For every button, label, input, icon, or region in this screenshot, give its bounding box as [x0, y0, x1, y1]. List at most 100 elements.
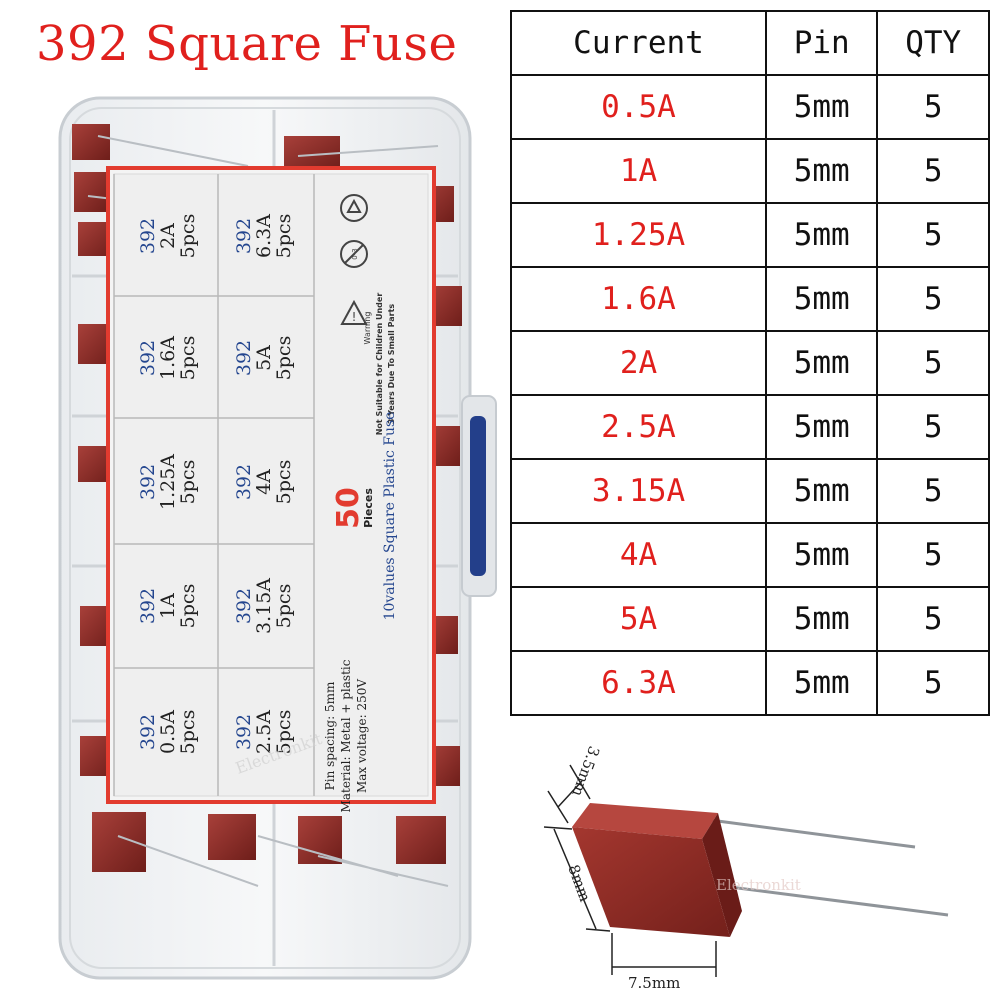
qty-cell: 5: [876, 330, 990, 396]
label-model: 392: [233, 218, 255, 254]
piece-count: 50: [331, 487, 366, 529]
box-latch-pin: [470, 416, 486, 576]
label-qty: 5pcs: [177, 460, 199, 505]
current-cell: 2.5A: [510, 394, 767, 460]
page-title: 392 Square Fuse: [36, 16, 458, 72]
label-rating: 2A: [157, 223, 179, 249]
qty-cell: 5: [876, 74, 990, 140]
width-dimension: [611, 933, 717, 977]
qty-cell: 5: [876, 650, 990, 716]
column-header-current: Current: [510, 10, 767, 76]
watermark: Electronkit: [716, 876, 801, 894]
piece-count-unit: Pieces: [362, 488, 375, 528]
table-header-row: Current Pin QTY: [510, 10, 990, 76]
label-qty: 5pcs: [177, 336, 199, 381]
pin-cell: 5mm: [764, 138, 879, 204]
label-qty: 5pcs: [273, 460, 295, 505]
spec-line: Material: Metal + plastic: [339, 659, 353, 812]
qty-cell: 5: [876, 522, 990, 588]
label-model: 392: [233, 714, 255, 750]
current-cell: 4A: [510, 522, 767, 588]
current-cell: 0.5A: [510, 74, 767, 140]
fuse-lead: [709, 818, 916, 849]
pin-cell: 5mm: [764, 266, 879, 332]
pin-cell: 5mm: [764, 522, 879, 588]
fuse-organizer-box: 392 2A 5pcs 392 1.6A 5pcs 392 1.25A 5pcs…: [58, 96, 497, 980]
pin-cell: 5mm: [764, 394, 879, 460]
spec-line: Max voltage: 250V: [355, 679, 369, 793]
label-qty: 5pcs: [273, 336, 295, 381]
warning-label: Warning: [363, 312, 372, 345]
label-rating: 1.6A: [157, 336, 179, 380]
current-cell: 5A: [510, 586, 767, 652]
pin-cell: 5mm: [764, 202, 879, 268]
qty-cell: 5: [876, 138, 990, 204]
spec-line: Pin spacing: 5mm: [323, 681, 337, 790]
label-qty: 5pcs: [273, 710, 295, 755]
caution-triangle-icon: !: [340, 299, 368, 325]
warning-line1: Not Suitable for Children Under: [375, 293, 384, 436]
label-rating: 1.25A: [157, 454, 179, 510]
label-model: 392: [233, 340, 255, 376]
current-cell: 1A: [510, 138, 767, 204]
column-header-pin: Pin: [764, 10, 879, 76]
label-model: 392: [233, 464, 255, 500]
current-cell: 3.15A: [510, 458, 767, 524]
label-qty: 5pcs: [177, 214, 199, 259]
current-cell: 2A: [510, 330, 767, 396]
label-rating: 0.5A: [157, 710, 179, 754]
label-rating: 4A: [253, 469, 275, 495]
label-qty: 5pcs: [273, 584, 295, 629]
width-label: 7.5mm: [628, 974, 680, 992]
fuse-dimension-diagram: Electronkit 3.5mm 8mm 7.5mm: [543, 744, 949, 992]
qty-cell: 5: [876, 202, 990, 268]
label-model: 392: [233, 588, 255, 624]
label-qty: 5pcs: [273, 214, 295, 259]
pin-cell: 5mm: [764, 330, 879, 396]
label-rating: 1A: [157, 593, 179, 619]
current-cell: 1.6A: [510, 266, 767, 332]
age-warning-icon: 0-3: [340, 240, 368, 268]
column-header-qty: QTY: [876, 10, 990, 76]
svg-text:!: !: [352, 310, 357, 324]
label-model: 392: [137, 588, 159, 624]
pin-cell: 5mm: [764, 458, 879, 524]
pin-cell: 5mm: [764, 586, 879, 652]
current-cell: 1.25A: [510, 202, 767, 268]
label-qty: 5pcs: [177, 584, 199, 629]
qty-cell: 5: [876, 458, 990, 524]
label-rating: 6.3A: [253, 214, 275, 258]
label-rating: 5A: [253, 345, 275, 371]
pin-cell: 5mm: [764, 650, 879, 716]
fuse-lead: [729, 885, 949, 917]
qty-cell: 5: [876, 394, 990, 460]
depth-dimension: [547, 764, 591, 824]
box-inner-rim: [69, 107, 461, 969]
label-rating: 2.5A: [253, 710, 275, 754]
product-line: 10values Square Plastic Fuse: [382, 412, 398, 621]
label-qty: 5pcs: [177, 710, 199, 755]
square-fuse-body: [572, 803, 742, 937]
qty-cell: 5: [876, 266, 990, 332]
label-rating: 3.15A: [253, 578, 275, 634]
height-dimension: [543, 826, 611, 932]
label-model: 392: [137, 464, 159, 500]
current-cell: 6.3A: [510, 650, 767, 716]
recycle-icon: [340, 194, 368, 222]
warning-line2: 3 Years Due To Small Parts: [387, 304, 396, 425]
label-model: 392: [137, 714, 159, 750]
label-model: 392: [137, 340, 159, 376]
label-model: 392: [137, 218, 159, 254]
pin-cell: 5mm: [764, 74, 879, 140]
label-card: 392 2A 5pcs 392 1.6A 5pcs 392 1.25A 5pcs…: [106, 166, 436, 812]
qty-cell: 5: [876, 586, 990, 652]
